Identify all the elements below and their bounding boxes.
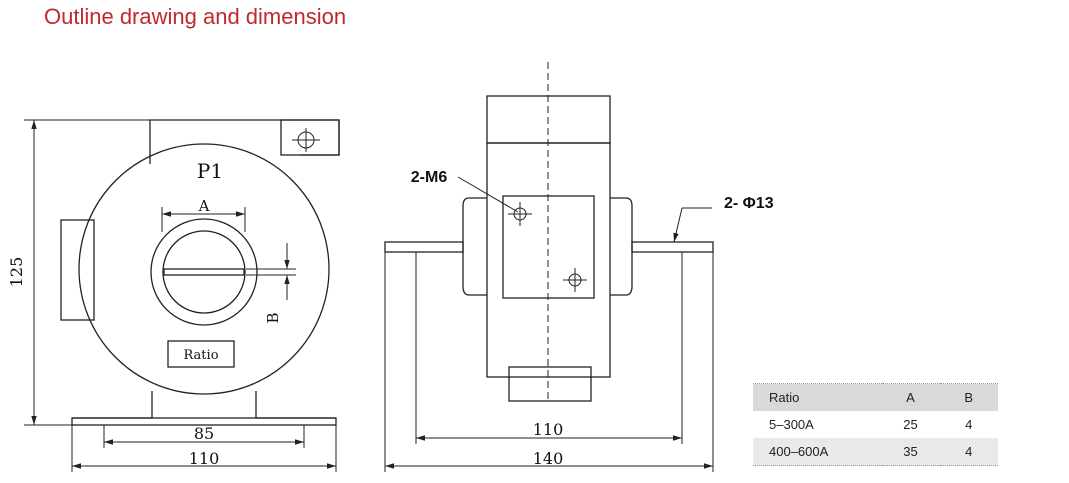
side-view: 2-M6 2- Φ13 110 140	[384, 62, 774, 472]
cell-ratio: 5–300A	[769, 417, 814, 432]
dimension-a-label: A	[198, 197, 210, 215]
side-outer-width-label: 140	[533, 449, 564, 468]
window-outer-circle	[150, 218, 258, 326]
hole-label: 2- Φ13	[724, 195, 774, 212]
busbar-slot	[163, 268, 245, 276]
front-outer-width-label: 110	[189, 449, 220, 468]
table-row: 400–600A 35 4	[753, 438, 998, 466]
cell-b: 4	[965, 417, 973, 432]
spec-table: Ratio A B 5–300A 25 4 400–600A 35 4	[753, 383, 998, 466]
front-housing-top	[149, 119, 340, 164]
nameplate-box	[167, 340, 235, 368]
mount-bar-left	[384, 241, 464, 253]
side-inner-width-label: 110	[533, 420, 564, 439]
front-base-plate	[71, 417, 337, 426]
terminal-box	[280, 119, 340, 156]
front-left-box	[60, 219, 95, 321]
front-outer-circle	[78, 143, 330, 395]
spec-table-header: Ratio A B	[753, 383, 998, 411]
cell-a: 25	[903, 417, 918, 432]
side-left-lobe	[462, 197, 487, 296]
header-ratio: Ratio	[769, 390, 800, 405]
cell-ratio: 400–600A	[769, 444, 829, 459]
side-bottom-block	[508, 366, 592, 402]
cell-a: 35	[903, 444, 918, 459]
screw-label: 2-M6	[411, 169, 448, 186]
front-view: A B P1 Ratio 125 85 110	[7, 119, 340, 472]
side-right-lobe	[610, 197, 633, 296]
front-inner-width-label: 85	[194, 424, 214, 443]
header-a: A	[906, 390, 915, 405]
cell-b: 4	[965, 444, 973, 459]
dimension-b-label: B	[264, 312, 282, 323]
terminal-label: P1	[197, 159, 223, 183]
hole-leader-line	[673, 207, 683, 243]
mount-bar-right	[631, 241, 714, 253]
page-title: Outline drawing and dimension	[44, 4, 347, 29]
nameplate-label: Ratio	[183, 348, 218, 363]
window-inner-circle	[162, 230, 246, 314]
table-row: 5–300A 25 4	[753, 411, 998, 438]
header-b: B	[964, 390, 974, 405]
height-label: 125	[7, 257, 26, 288]
